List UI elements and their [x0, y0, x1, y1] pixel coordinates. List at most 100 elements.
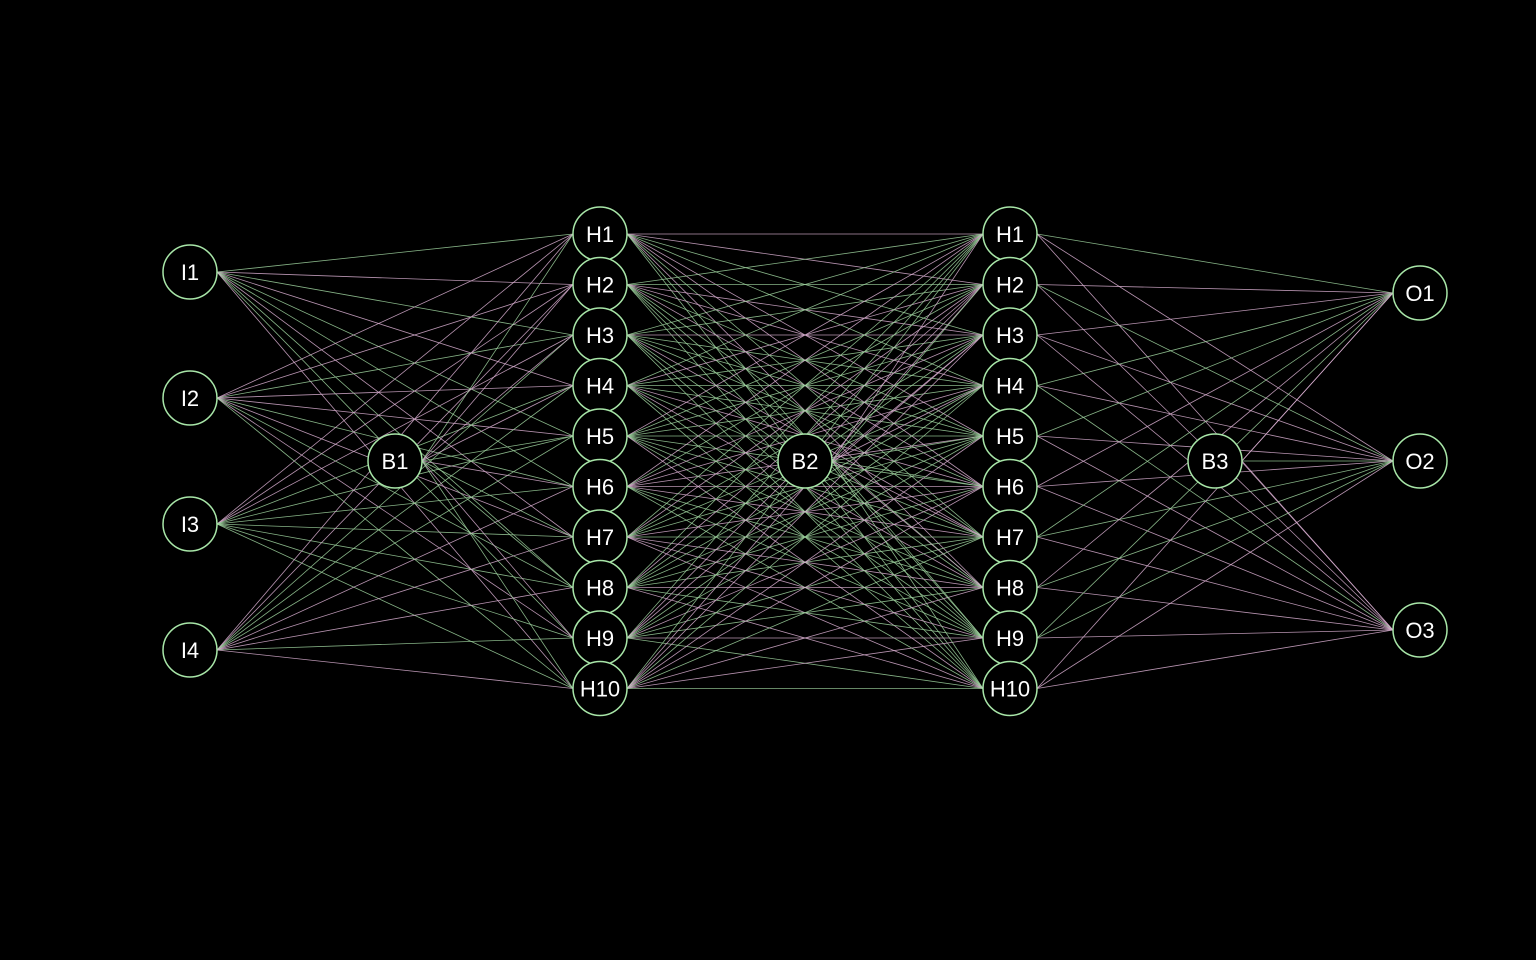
node-label: B3: [1202, 449, 1229, 474]
bias-connection-line: [421, 460, 574, 538]
connection-line: [1036, 233, 1394, 462]
node-circle: [162, 622, 218, 678]
bias-connection-line: [831, 460, 984, 639]
hidden2-node-h10: H10: [982, 660, 1038, 717]
connection-line: [1036, 385, 1394, 462]
connection-line: [626, 637, 984, 689]
node-label: H5: [996, 424, 1024, 449]
bias-connection-line: [421, 460, 574, 639]
connection-line: [626, 233, 984, 285]
connection-line: [216, 435, 574, 651]
bias-connection-line: [1241, 460, 1394, 631]
connection-line: [216, 233, 574, 399]
node-circle: [982, 660, 1038, 717]
input-node-i1: I1: [162, 244, 218, 300]
hidden1-node-h5: H5: [572, 408, 628, 464]
node-label: H3: [996, 323, 1024, 348]
connection-line: [626, 334, 984, 689]
connection-line: [216, 523, 574, 689]
bias-connection-line: [831, 284, 984, 462]
connection-line: [1036, 284, 1394, 294]
output-node-o1: O1: [1392, 265, 1448, 321]
connection-line: [1036, 292, 1394, 386]
connection-line: [1036, 460, 1394, 588]
hidden1-node-h6: H6: [572, 458, 628, 515]
connection-line: [1036, 460, 1394, 689]
node-label: H7: [586, 525, 614, 550]
input-node-i4: I4: [162, 622, 218, 678]
connection-line: [1036, 292, 1394, 487]
node-label: B2: [792, 449, 819, 474]
hidden1-node-h7: H7: [572, 509, 628, 565]
node-label: H5: [586, 424, 614, 449]
connection-line: [626, 536, 984, 689]
node-label: H6: [996, 475, 1024, 500]
connection-line: [216, 334, 574, 651]
connection-line: [216, 587, 574, 651]
hidden1-node-h9: H9: [572, 610, 628, 666]
bias-connection-line: [421, 233, 574, 462]
node-circle: [1392, 602, 1448, 658]
node-label: H8: [996, 576, 1024, 601]
bias-node-b1: B1: [367, 433, 423, 489]
node-label: H10: [990, 677, 1030, 702]
connection-line: [1036, 334, 1394, 462]
node-label: O2: [1405, 449, 1434, 474]
connection-line: [626, 385, 984, 689]
hidden2-node-h9: H9: [982, 610, 1038, 666]
bias-connection-line: [831, 233, 984, 462]
node-label: I4: [181, 638, 199, 663]
output-node-o3: O3: [1392, 602, 1448, 658]
output-node-o2: O2: [1392, 433, 1448, 489]
connection-line: [1036, 460, 1394, 639]
connection-line: [216, 523, 574, 639]
connection-line: [1036, 284, 1394, 462]
connection-line: [1036, 486, 1394, 631]
node-label: I2: [181, 386, 199, 411]
bias-connection-line: [421, 385, 574, 462]
node-label: O3: [1405, 618, 1434, 643]
connection-line: [216, 284, 574, 525]
connection-line: [216, 523, 574, 538]
connection-line: [1036, 435, 1394, 631]
bias-connection-line: [421, 334, 574, 462]
network-nodes: I1I2I3I4H1H2H3H4H5H6H7H8H9H10H1H2H3H4H5H…: [162, 206, 1448, 717]
connection-line: [626, 233, 984, 487]
node-label: H1: [586, 222, 614, 247]
node-circle: [1392, 433, 1448, 489]
connection-line: [216, 334, 574, 525]
hidden1-node-h4: H4: [572, 357, 628, 414]
hidden2-node-h7: H7: [982, 509, 1038, 565]
hidden2-node-h4: H4: [982, 357, 1038, 414]
connection-line: [626, 233, 984, 437]
connection-line: [1036, 460, 1394, 538]
input-node-i2: I2: [162, 370, 218, 426]
bias-connection-line: [831, 334, 984, 462]
connection-line: [216, 649, 574, 689]
node-label: H9: [996, 626, 1024, 651]
connection-line: [216, 385, 574, 651]
node-label: H7: [996, 525, 1024, 550]
node-label: I1: [181, 260, 199, 285]
connection-line: [1036, 629, 1394, 639]
node-circle: [572, 660, 628, 717]
hidden1-node-h8: H8: [572, 559, 628, 616]
node-circle: [1187, 433, 1243, 489]
bias-connection-line: [831, 460, 984, 588]
connection-line: [216, 486, 574, 525]
connection-line: [216, 523, 574, 588]
hidden2-node-h5: H5: [982, 408, 1038, 464]
connection-line: [626, 233, 984, 538]
connection-line: [1036, 233, 1394, 294]
bias-node-b3: B3: [1187, 433, 1243, 489]
connection-line: [626, 486, 984, 689]
node-circle: [162, 496, 218, 552]
connection-line: [1036, 536, 1394, 631]
node-label: H9: [586, 626, 614, 651]
connection-line: [216, 486, 574, 651]
bias-connection-line: [831, 460, 984, 487]
hidden2-node-h8: H8: [982, 559, 1038, 616]
node-label: H8: [586, 576, 614, 601]
connection-line: [1036, 292, 1394, 437]
